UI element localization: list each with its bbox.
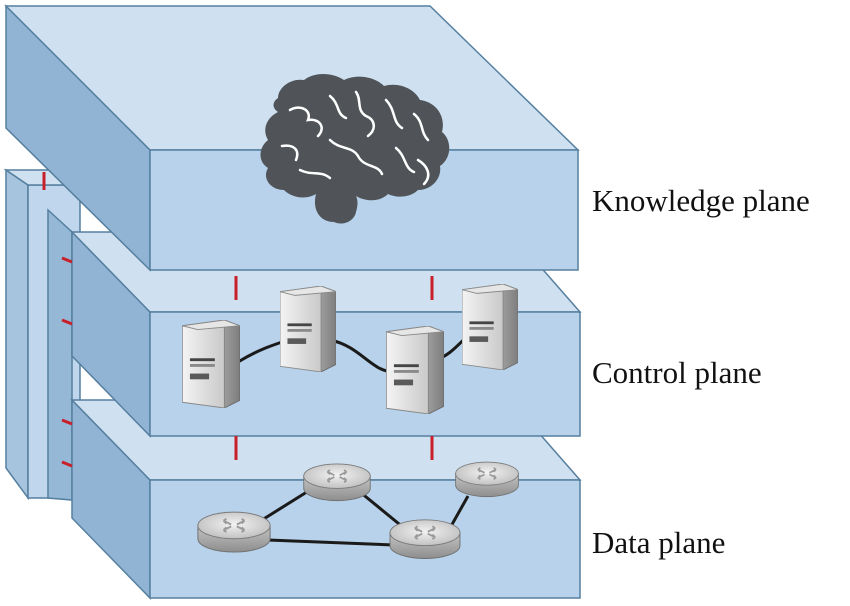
server-icon xyxy=(462,284,518,370)
data-plane-slab xyxy=(70,398,582,600)
brain-icon xyxy=(260,74,450,224)
server-icon xyxy=(386,326,444,414)
router-icon xyxy=(196,511,272,554)
control-data-connectors xyxy=(234,436,434,460)
router-icon xyxy=(389,518,461,560)
side-connectors xyxy=(42,172,73,468)
router-icon xyxy=(302,462,372,502)
back-slab-mid xyxy=(47,208,73,501)
knowledge-plane-label: Knowledge plane xyxy=(592,183,810,218)
data-plane-label: Data plane xyxy=(592,525,726,560)
server-icon xyxy=(182,320,240,408)
control-plane-label: Control plane xyxy=(592,355,762,390)
data-links xyxy=(261,488,470,547)
server-icon xyxy=(280,286,336,372)
router-icon xyxy=(454,461,520,498)
knowledge-control-connectors xyxy=(234,276,434,300)
